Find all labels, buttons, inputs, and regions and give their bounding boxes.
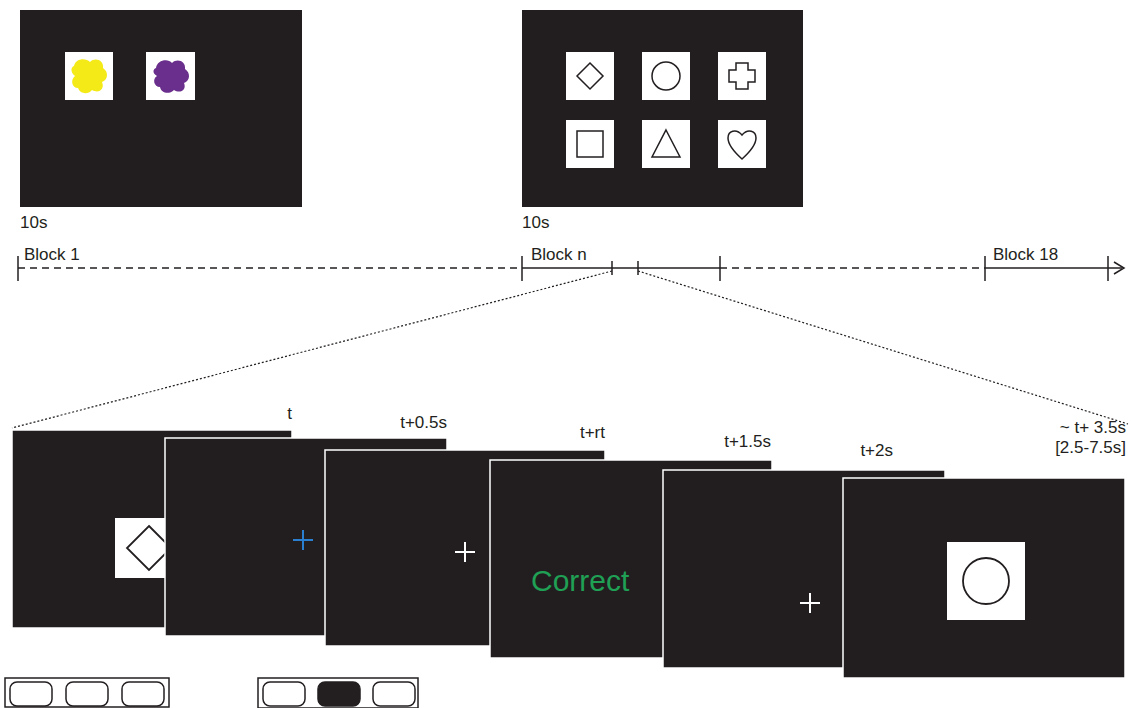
time-label: t+2s xyxy=(860,441,893,461)
screen xyxy=(20,10,302,207)
square-shape xyxy=(577,131,603,157)
button-box xyxy=(5,678,169,707)
duration-label: 10s xyxy=(20,213,47,233)
stimulus-card xyxy=(146,52,195,100)
time-label: t xyxy=(287,404,292,424)
time-label: [2.5-7.5s] xyxy=(1055,438,1126,458)
feedback-text: Correct xyxy=(531,564,629,597)
heart-shape xyxy=(728,131,756,159)
stimulus-card xyxy=(947,542,1025,620)
button-box xyxy=(258,678,418,708)
time-label: ~ t+ 3.5s xyxy=(1060,418,1126,438)
block-label: Block 1 xyxy=(24,245,80,265)
cross-shape xyxy=(729,63,755,89)
stimulus-card xyxy=(65,52,113,100)
feedback-screen: Correct xyxy=(491,461,662,657)
zoom-lines xyxy=(12,271,1128,428)
color-blob xyxy=(72,59,108,93)
screen xyxy=(522,10,803,207)
triangle-shape xyxy=(652,130,680,157)
block-label: Block n xyxy=(531,245,587,265)
circle-shape xyxy=(652,62,680,90)
time-label: t+rt xyxy=(580,423,605,443)
duration-label: 10s xyxy=(522,213,549,233)
color-blob xyxy=(154,60,190,93)
trial-screen xyxy=(843,478,1125,678)
block-label: Block 18 xyxy=(993,245,1058,265)
time-label: t+1.5s xyxy=(724,432,771,452)
time-label: t+0.5s xyxy=(400,413,447,433)
circle-shape xyxy=(963,558,1009,604)
diamond-shape xyxy=(577,63,603,89)
